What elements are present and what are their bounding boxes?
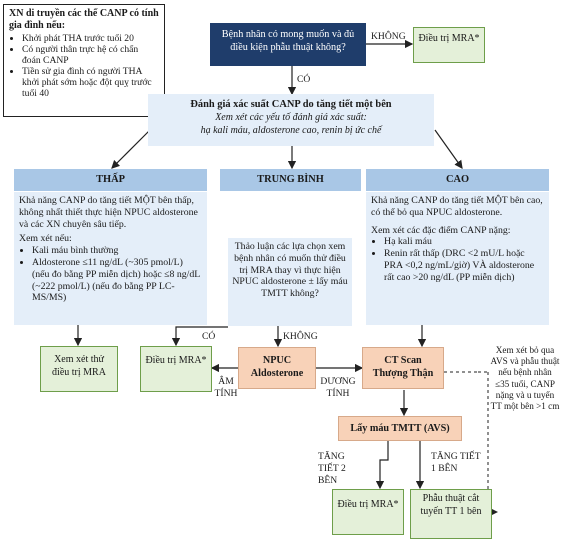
- mra-mid-text: Điều trị MRA*: [145, 355, 207, 366]
- high-header-text: CAO: [445, 174, 470, 185]
- surgery-text: Phẫu thuật cắt tuyến TT 1 bên: [420, 493, 482, 517]
- low-body: Khả năng CANP do tăng tiết MỘT bên thấp,…: [14, 192, 207, 325]
- list-item: Aldosterone ≤11 ng/dL (~305 pmol/L) (nếu…: [32, 257, 202, 304]
- duong-tinh-label: DƯƠNG TÍNH: [320, 376, 356, 399]
- low-consider: Xem xét nếu:: [19, 233, 72, 245]
- high-header: CAO: [366, 169, 549, 191]
- avs-note: Xem xét bỏ qua AVS và phẫu thuật nếu bện…: [490, 345, 560, 412]
- mra-bottom-box: Điều trị MRA*: [332, 489, 404, 535]
- low-header-text: THẤP: [96, 174, 125, 185]
- mra-mid-box: Điều trị MRA*: [140, 346, 212, 392]
- high-body: Khả năng CANP do tăng tiết MỘT bên cao, …: [366, 192, 549, 325]
- assess-title: Đánh giá xác suất CANP do tăng tiết một …: [190, 99, 392, 110]
- unilateral-label: TĂNG TIẾT 1 BÊN: [431, 451, 481, 474]
- yes-label: CÓ: [297, 74, 311, 85]
- list-item: Tiền sử gia đình có người THA khởi phát …: [22, 66, 159, 99]
- khong-label: KHÔNG: [283, 331, 318, 342]
- mra-top-box: Điều trị MRA*: [413, 27, 485, 63]
- list-item: Có người thân trực hệ có chẩn đoán CANP: [22, 44, 159, 66]
- mid-text: Thảo luận các lựa chọn xem bệnh nhân có …: [232, 241, 348, 300]
- follow-mra-box: Xem xét thử điều trị MRA: [40, 346, 118, 392]
- start-question-text: Bệnh nhân có mong muốn và đủ điều kiện p…: [221, 29, 355, 53]
- high-consider: Xem xét các đặc điểm CANP nặng:: [371, 224, 511, 236]
- mra-bottom-text: Điều trị MRA*: [337, 499, 399, 510]
- ct-scan-box: CT Scan Thượng Thận: [362, 347, 444, 389]
- genetic-testing-box: XN di truyền các thể CANP có tính gia đì…: [3, 4, 165, 117]
- assess-factors: hạ kali máu, aldosterone cao, renin bị ứ…: [200, 125, 382, 136]
- arrow-assess-to-high: [434, 129, 463, 169]
- mra-top-text: Điều trị MRA*: [418, 33, 480, 44]
- high-list: Hạ kali máu Renin rất thấp (DRC <2 mU/L …: [371, 236, 544, 283]
- list-item: Renin rất thấp (DRC <2 mU/L hoặc PRA <0,…: [384, 248, 544, 283]
- avs-box: Lấy máu TMTT (AVS): [338, 416, 462, 441]
- genetic-box-list: Khởi phát THA trước tuổi 20 Có người thâ…: [9, 33, 159, 99]
- am-tinh-label: ÂM TÍNH: [214, 376, 238, 399]
- assess-box: Đánh giá xác suất CANP do tăng tiết một …: [148, 94, 434, 146]
- mid-header: TRUNG BÌNH: [220, 169, 361, 191]
- no-label-top: KHÔNG: [371, 31, 406, 42]
- low-list: Kali máu bình thường Aldosterone ≤11 ng/…: [19, 245, 202, 304]
- ct-scan-text: CT Scan Thượng Thận: [372, 355, 434, 379]
- list-item: Kali máu bình thường: [32, 245, 202, 257]
- low-header: THẤP: [14, 169, 207, 191]
- list-item: Hạ kali máu: [384, 236, 544, 248]
- genetic-box-title: XN di truyền các thể CANP có tính gia đì…: [9, 8, 159, 31]
- arrow-avs-bilateral: [375, 440, 389, 490]
- assess-subtitle: Xem xét các yếu tố đánh giá xác suất:: [215, 112, 367, 123]
- npuc-box: NPUC Aldosterone: [238, 347, 316, 389]
- avs-text: Lấy máu TMTT (AVS): [350, 423, 450, 434]
- co-label: CÓ: [202, 331, 216, 342]
- npuc-text: NPUC Aldosterone: [250, 355, 304, 379]
- list-item: Khởi phát THA trước tuổi 20: [22, 33, 159, 44]
- arrow-mid-yes: [171, 326, 228, 347]
- low-intro: Khả năng CANP do tăng tiết MỘT bên thấp,…: [19, 195, 198, 230]
- mid-header-text: TRUNG BÌNH: [257, 174, 324, 185]
- mid-body: Thảo luận các lựa chọn xem bệnh nhân có …: [228, 238, 352, 326]
- surgery-box: Phẫu thuật cắt tuyến TT 1 bên: [410, 489, 492, 539]
- high-intro: Khả năng CANP do tăng tiết MỘT bên cao, …: [371, 195, 543, 218]
- start-question-box: Bệnh nhân có mong muốn và đủ điều kiện p…: [210, 23, 366, 66]
- arrow-assess-to-low: [111, 129, 151, 169]
- bilateral-label: TĂNG TIẾT 2 BÊN: [318, 451, 346, 486]
- follow-mra-text: Xem xét thử điều trị MRA: [52, 354, 106, 378]
